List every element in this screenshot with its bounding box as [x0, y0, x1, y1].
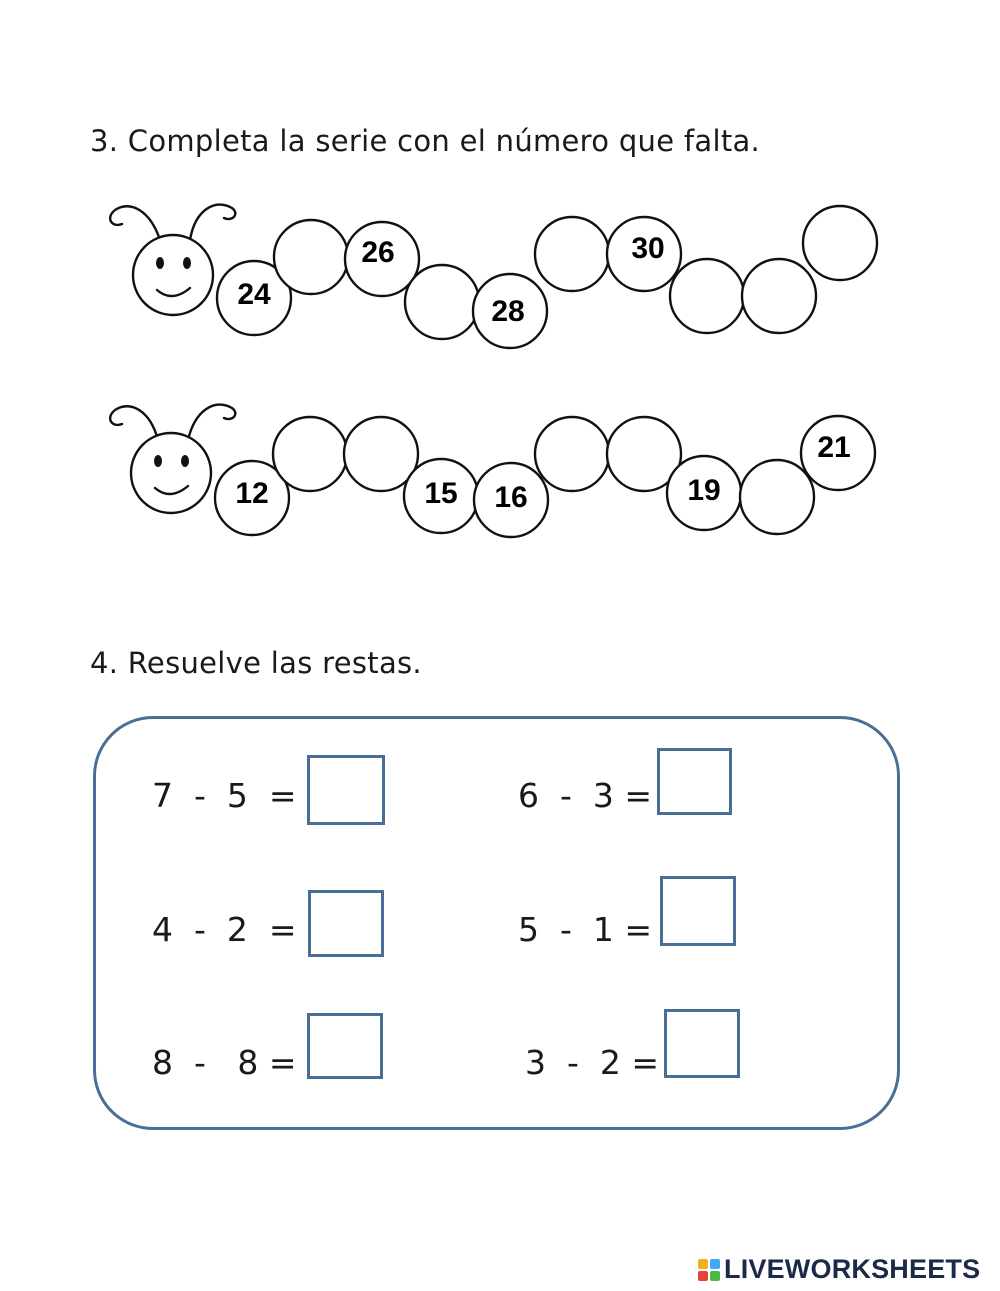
caterpillar-2: 12 15 16 19 21 [108, 403, 877, 539]
caterpillar-2-number-1: 12 [235, 477, 268, 510]
caterpillar-2-head [108, 403, 237, 515]
caterpillar-2-segment-9[interactable] [738, 458, 816, 536]
caterpillar-1-number-1: 24 [237, 278, 271, 311]
answer-box-4[interactable] [660, 876, 737, 946]
caterpillar-1-circle-3 [343, 220, 421, 298]
caterpillar-2-circle-5 [472, 461, 550, 539]
caterpillar-1-circle-7 [605, 215, 683, 293]
caterpillar-1-segment-10[interactable] [801, 204, 879, 282]
caterpillar-2-circle-7[interactable] [605, 415, 683, 493]
caterpillar-1-segment-1: 24 [215, 259, 293, 337]
equation-3: 4 - 2 = [152, 910, 297, 949]
answer-input-3[interactable] [311, 893, 385, 956]
caterpillar-1-segment-5: 28 [471, 272, 549, 350]
caterpillar-1-head [108, 203, 237, 317]
subtraction-panel [93, 716, 900, 1130]
caterpillar-2-segment-4: 15 [402, 457, 480, 535]
caterpillar-1-segment-7: 30 [605, 215, 683, 293]
caterpillar-1-number-5: 28 [491, 295, 524, 328]
logo-square [710, 1258, 720, 1269]
caterpillar-1-segment-4[interactable] [403, 263, 481, 341]
brand-name: LIVEWORKSHEETS [724, 1254, 981, 1284]
logo-square [698, 1270, 708, 1281]
caterpillar-1: 24 26 28 30 [108, 203, 879, 350]
answer-box-6[interactable] [664, 1009, 741, 1078]
caterpillar-2-segment-10: 21 [799, 414, 877, 492]
equation-6: 3 - 2 = [525, 1043, 659, 1082]
logo-square [710, 1270, 720, 1281]
caterpillar-2-segment-7[interactable] [605, 415, 683, 493]
caterpillar-1-circle-6[interactable] [533, 215, 611, 293]
caterpillar-1-circle-5 [471, 272, 549, 350]
answer-input-2[interactable] [660, 751, 733, 814]
caterpillar-1-segment-2[interactable] [272, 218, 350, 296]
caterpillar-2-number-10: 21 [817, 431, 850, 464]
brand-logo-icon [698, 1258, 720, 1281]
caterpillar-2-circle-2[interactable] [271, 415, 349, 493]
caterpillar-2-circle-10 [799, 414, 877, 492]
section-4-title: 4. Resuelve las restas. [90, 646, 422, 680]
caterpillar-1-circle-10[interactable] [801, 204, 879, 282]
caterpillar-1-segment-6[interactable] [533, 215, 611, 293]
caterpillar-1-circle-2[interactable] [272, 218, 350, 296]
answer-box-5[interactable] [307, 1013, 384, 1079]
caterpillar-2-segment-6[interactable] [533, 415, 611, 493]
caterpillar-2-circle-6[interactable] [533, 415, 611, 493]
equation-5: 8 - 8 = [152, 1043, 297, 1082]
equation-2: 6 - 3 = [518, 776, 652, 815]
caterpillar-2-segments: 12 15 16 19 21 [213, 414, 877, 539]
caterpillar-2-number-5: 16 [494, 481, 527, 514]
answer-input-5[interactable] [310, 1016, 384, 1078]
caterpillar-1-circle-9[interactable] [740, 257, 818, 335]
caterpillar-2-number-8: 19 [687, 474, 720, 507]
caterpillar-2-circle-1 [213, 459, 291, 537]
caterpillar-2-circle-3[interactable] [342, 415, 420, 493]
logo-square [698, 1258, 708, 1269]
brand-footer: LIVEWORKSHEETS [698, 1254, 980, 1285]
answer-input-1[interactable] [310, 758, 386, 824]
answer-box-2[interactable] [657, 748, 733, 815]
caterpillar-1-segment-8[interactable] [668, 257, 746, 335]
section-3-title: 3. Completa la serie con el número que f… [90, 124, 761, 158]
caterpillar-2-number-4: 15 [424, 477, 457, 510]
caterpillar-1-number-7: 30 [631, 232, 664, 265]
equation-1: 7 - 5 = [152, 776, 297, 815]
caterpillar-1-circle-8[interactable] [668, 257, 746, 335]
caterpillar-1-circle-4[interactable] [403, 263, 481, 341]
caterpillar-1-segments: 24 26 28 30 [215, 204, 879, 350]
caterpillar-1-segment-3: 26 [343, 220, 421, 298]
caterpillar-1-circle-1 [215, 259, 293, 337]
answer-box-1[interactable] [307, 755, 386, 825]
caterpillar-2-segment-2[interactable] [271, 415, 349, 493]
caterpillar-2-segment-8: 19 [665, 454, 743, 532]
answer-input-6[interactable] [667, 1012, 741, 1077]
answer-box-3[interactable] [308, 890, 385, 957]
answer-input-4[interactable] [663, 879, 737, 945]
caterpillar-1-number-3: 26 [361, 236, 394, 269]
equation-4: 5 - 1 = [518, 910, 652, 949]
caterpillar-2-segment-5: 16 [472, 461, 550, 539]
caterpillar-2-segment-1: 12 [213, 459, 291, 537]
caterpillar-1-segment-9[interactable] [740, 257, 818, 335]
caterpillar-2-circle-9[interactable] [738, 458, 816, 536]
caterpillar-2-segment-3[interactable] [342, 415, 420, 493]
